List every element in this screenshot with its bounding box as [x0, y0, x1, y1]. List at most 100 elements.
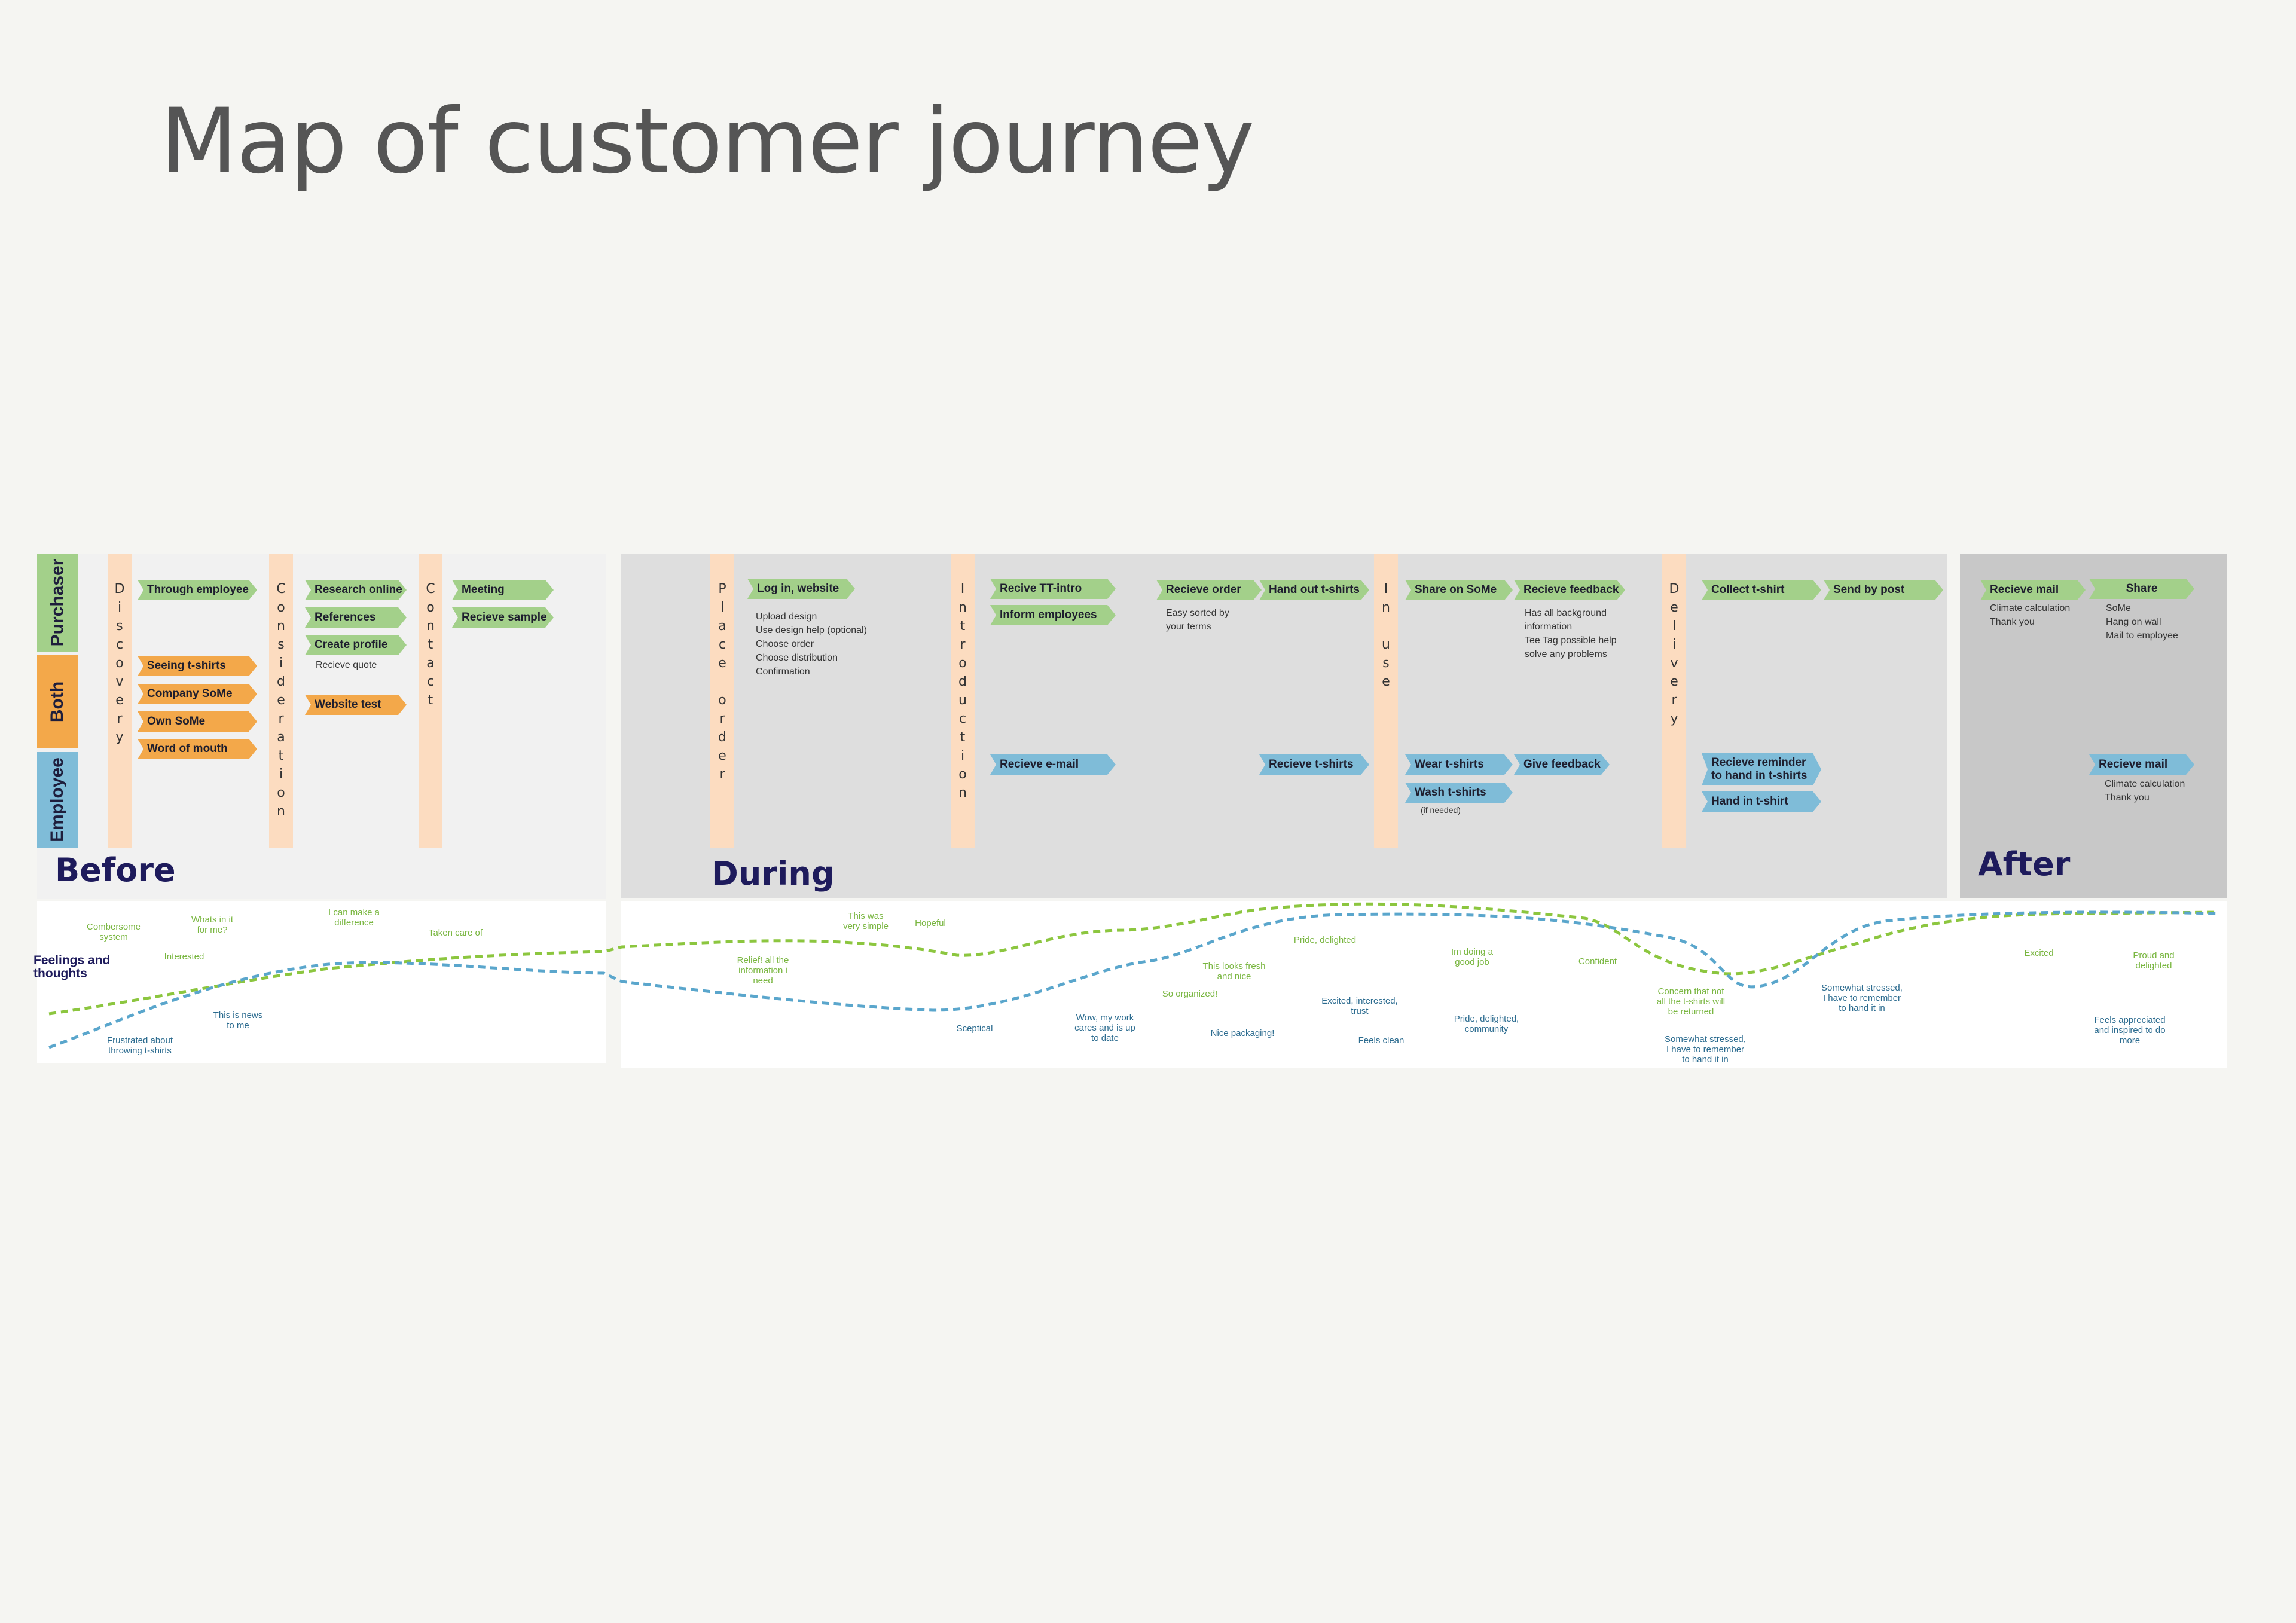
feeling-note: Taken care of	[428, 928, 483, 938]
tag-share-on-some: Share on SoMe	[1405, 580, 1513, 600]
feeling-note: Wow, my work cares and is up to date	[1074, 1013, 1135, 1043]
feeling-note: Excited, interested, trust	[1321, 996, 1398, 1016]
stage-letter: D	[114, 582, 125, 597]
feeling-note: Relief! all the information i need	[737, 955, 789, 986]
tag-meeting: Meeting	[452, 580, 554, 600]
phase-before: Before	[55, 851, 176, 889]
note-if-needed: (if needed)	[1421, 805, 1461, 815]
stage-letter: e	[718, 748, 726, 763]
tag-recive-tt-intro: Recive TT-intro	[990, 579, 1116, 599]
stage-letter: r	[1671, 693, 1677, 708]
stage-letter: o	[115, 656, 124, 671]
tag-send-by-post: Send by post	[1824, 580, 1943, 600]
tag-recieve-mail: Recieve mail	[1980, 580, 2086, 600]
stage-letter: i	[960, 748, 965, 763]
stage-letter: c	[958, 711, 967, 726]
stage-letter: v	[115, 674, 124, 689]
tag-hand-out-tshirts: Hand out t-shirts	[1259, 580, 1369, 600]
feeling-note: So organized!	[1162, 989, 1218, 999]
feeling-note: This was very simple	[843, 911, 889, 931]
stage-letter: t	[960, 730, 966, 745]
stage-letter: s	[277, 637, 285, 652]
stage-letter: r	[117, 711, 123, 726]
note-after-employee: Climate calculation Thank you	[2105, 779, 2185, 803]
stage-letter: n	[958, 600, 967, 615]
note-easy-sorted: Easy sorted by your terms	[1166, 608, 1229, 632]
feeling-note: Nice packaging!	[1210, 1028, 1275, 1038]
stage-letter: r	[719, 711, 725, 726]
stage-letter: l	[720, 600, 725, 615]
tag-recieve-reminder: Recieve reminder to hand in t-shirts	[1702, 753, 1821, 785]
row-label-employee: Employee	[37, 752, 78, 848]
stage-letter: n	[277, 619, 285, 634]
stage-letter: I	[960, 582, 965, 597]
stage-letter: r	[960, 637, 966, 652]
tag-share: Share	[2089, 579, 2194, 599]
stage-letter: u	[1382, 637, 1390, 652]
feeling-note: Frustrated about throwing t-shirts	[106, 1035, 173, 1056]
tag-research-online: Research online	[305, 580, 407, 600]
stage-letter: i	[1672, 637, 1677, 652]
tag-wash-tshirts: Wash t-shirts	[1405, 783, 1513, 803]
tag-create-profile: Create profile	[305, 635, 407, 655]
stage-letter: i	[279, 656, 283, 671]
row-label-both: Both	[37, 655, 78, 748]
tag-recieve-sample: Recieve sample	[452, 607, 554, 628]
feeling-note: Hopeful	[915, 918, 946, 928]
stage-letter: r	[278, 711, 284, 726]
stage-letter: o	[277, 785, 285, 800]
stage-letter: c	[115, 637, 124, 652]
stage-letter: o	[426, 600, 435, 615]
stage-letter: n	[1382, 600, 1390, 615]
feeling-note: Pride, delighted, community	[1454, 1014, 1519, 1034]
stage-letter: o	[718, 693, 726, 708]
stage-letter: t	[278, 748, 284, 763]
stage-letter: e	[115, 693, 124, 708]
stage-letter: t	[428, 637, 433, 652]
stage-letter: v	[1670, 656, 1678, 671]
feeling-note: Proud and delighted	[2133, 950, 2175, 971]
stage-letter: e	[277, 693, 285, 708]
feeling-note: Combersome system	[86, 922, 141, 942]
stage-letter: d	[718, 730, 726, 745]
stage-letter: s	[116, 619, 123, 634]
tag-word-of-mouth: Word of mouth	[138, 739, 257, 759]
stage-letter: l	[1672, 619, 1677, 634]
stage-letter: r	[719, 767, 725, 782]
feeling-note: Feels clean	[1358, 1035, 1405, 1046]
tag-website-test: Website test	[305, 695, 407, 715]
stage-letter: i	[279, 767, 283, 782]
after-panel	[1960, 554, 2227, 898]
phase-after: After	[1978, 845, 2071, 883]
stage-letter: e	[1670, 674, 1678, 689]
feelings-strip-before	[37, 901, 606, 1063]
feeling-note: This is news to me	[213, 1010, 263, 1031]
tag-recieve-order: Recieve order	[1156, 580, 1262, 600]
tag-seeing-tshirts: Seeing t-shirts	[138, 656, 257, 676]
feeling-note: Whats in it for me?	[191, 915, 234, 935]
feeling-note: Feels appreciated and inspired to do mor…	[2094, 1015, 2166, 1046]
feeling-note: I can make a difference	[328, 907, 380, 928]
tag-recieve-mail-employee: Recieve mail	[2089, 754, 2194, 775]
row-label-purchaser: Purchaser	[37, 554, 78, 652]
stage-letter: a	[426, 656, 435, 671]
stage-letter: c	[426, 674, 435, 689]
feeling-note: Sceptical	[956, 1023, 993, 1034]
tag-recieve-email: Recieve e-mail	[990, 754, 1116, 775]
stage-letter: u	[958, 693, 967, 708]
feeling-note: Excited	[2024, 948, 2054, 958]
employee-emotion-curve	[48, 910, 2219, 1049]
during-panel	[621, 554, 1947, 898]
stage-letter: e	[1382, 674, 1390, 689]
stage-letter: y	[115, 730, 124, 745]
purchaser-emotion-curve	[48, 902, 2219, 1016]
note-recieve-quote: Recieve quote	[316, 660, 377, 670]
feeling-note: Interested	[164, 952, 204, 962]
stage-letter: i	[117, 600, 122, 615]
stage-letter: o	[958, 656, 967, 671]
stage-letter: C	[426, 582, 435, 597]
